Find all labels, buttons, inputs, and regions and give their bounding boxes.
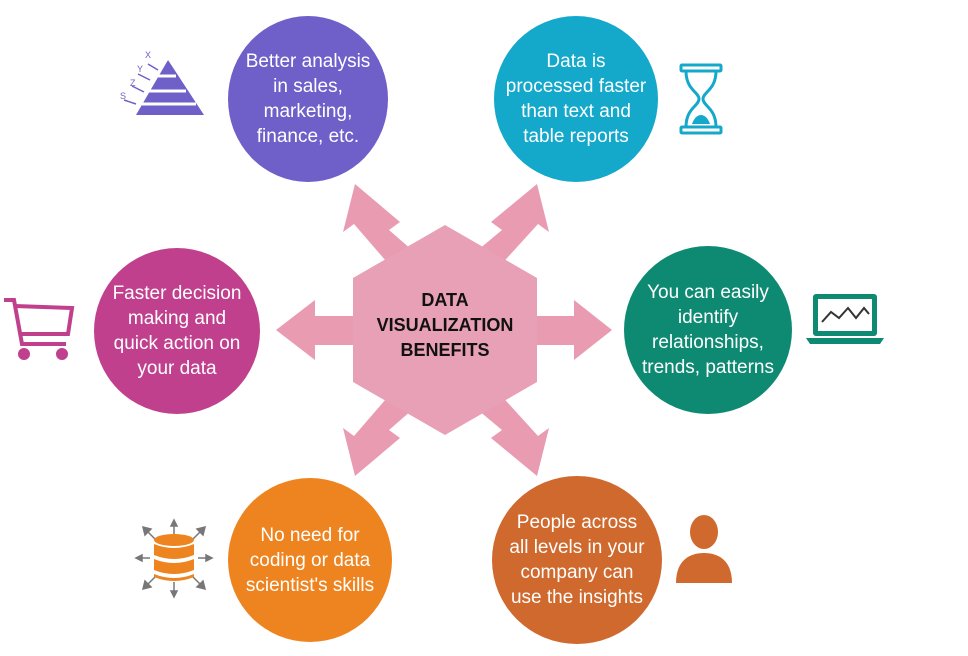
laptop-chart-icon bbox=[806, 294, 884, 344]
benefit-analysis: Better analysis in sales, marketing, fin… bbox=[228, 16, 388, 182]
arrows bbox=[276, 184, 612, 476]
pyramid-label-y: Y bbox=[137, 64, 143, 74]
arrow-down-right bbox=[478, 392, 549, 476]
benefit-insights-text: People across all levels in your company… bbox=[509, 512, 645, 608]
pyramid-chart-icon: X Y Z S bbox=[120, 50, 204, 115]
benefit-decision-text: Faster decision making and quick action … bbox=[112, 283, 242, 379]
benefit-decision: Faster decision making and quick action … bbox=[94, 248, 260, 414]
pyramid-label-z: Z bbox=[130, 78, 136, 88]
benefit-patterns-text: You can easily identify relationships, t… bbox=[641, 282, 775, 378]
benefit-analysis-text: Better analysis in sales, marketing, fin… bbox=[245, 51, 371, 147]
shopping-cart-icon bbox=[4, 298, 75, 360]
benefit-speed-text: Data is processed faster than text and t… bbox=[505, 51, 647, 147]
benefit-patterns: You can easily identify relationships, t… bbox=[624, 246, 792, 414]
arrow-up-right bbox=[478, 184, 549, 268]
database-icon bbox=[134, 518, 214, 599]
benefit-no-coding-text: No need for coding or data scientist's s… bbox=[245, 524, 375, 596]
center-title: DATA VISUALIZATION BENEFITS bbox=[376, 290, 514, 360]
center-hexagon bbox=[353, 225, 537, 435]
pyramid-label-s: S bbox=[120, 91, 126, 101]
benefit-insights: People across all levels in your company… bbox=[492, 476, 662, 644]
benefit-speed: Data is processed faster than text and t… bbox=[494, 16, 658, 182]
arrow-left bbox=[276, 300, 355, 360]
arrow-down-left bbox=[343, 392, 412, 476]
benefit-no-coding: No need for coding or data scientist's s… bbox=[228, 478, 392, 642]
arrow-right bbox=[535, 300, 612, 360]
person-icon bbox=[676, 515, 732, 583]
arrow-up-left bbox=[343, 184, 412, 268]
pyramid-label-x: X bbox=[145, 50, 151, 60]
hourglass-icon bbox=[679, 63, 723, 135]
